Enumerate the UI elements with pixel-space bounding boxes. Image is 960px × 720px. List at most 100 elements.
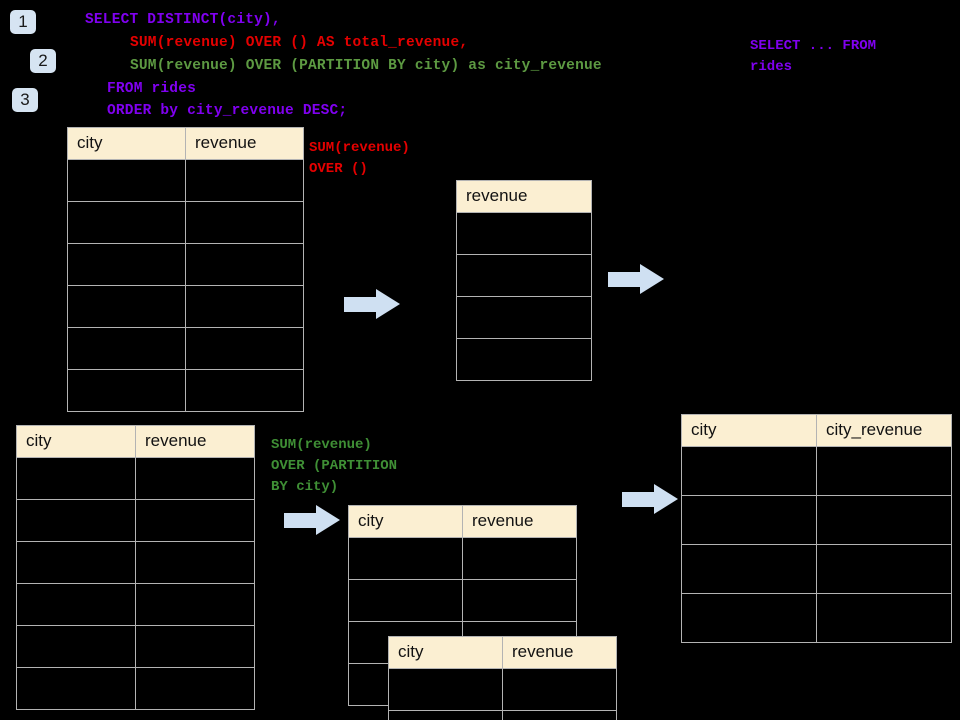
table-cell bbox=[135, 625, 255, 668]
table-cell bbox=[816, 544, 952, 594]
table-cell bbox=[348, 579, 463, 622]
step-badge-3: 3 bbox=[12, 88, 38, 112]
table-cell bbox=[135, 499, 255, 542]
table-cell bbox=[135, 541, 255, 584]
table-row bbox=[67, 285, 304, 328]
table-cell bbox=[185, 285, 304, 328]
column-header: city bbox=[348, 505, 463, 538]
table-cell bbox=[16, 499, 136, 542]
sql-line-5: ORDER by city_revenue DESC; bbox=[107, 103, 348, 119]
column-header: revenue bbox=[456, 180, 592, 213]
sum-over-empty-note: SUM(revenue) OVER () bbox=[309, 140, 410, 177]
table-cell bbox=[135, 667, 255, 710]
column-header: city bbox=[16, 425, 136, 458]
table-cell bbox=[67, 159, 186, 202]
table-row bbox=[681, 593, 952, 643]
table-row bbox=[348, 537, 577, 580]
table-row bbox=[456, 254, 592, 297]
arrow-head bbox=[654, 484, 678, 514]
arrow-shaft bbox=[622, 492, 656, 507]
table-cell bbox=[388, 710, 503, 720]
column-header: revenue bbox=[185, 127, 304, 160]
table-row bbox=[681, 544, 952, 594]
table-cell bbox=[185, 243, 304, 286]
column-header: city bbox=[681, 414, 817, 447]
arrow-head bbox=[376, 289, 400, 319]
table-row bbox=[67, 159, 304, 202]
arrow-rides-to-partition bbox=[284, 505, 340, 535]
table-row bbox=[348, 579, 577, 622]
column-header: revenue bbox=[502, 636, 617, 669]
arrow-head bbox=[640, 264, 664, 294]
table-cell bbox=[502, 668, 617, 711]
arrow-shaft bbox=[284, 513, 318, 528]
table-cell bbox=[16, 541, 136, 584]
table-cell bbox=[67, 243, 186, 286]
table-cell bbox=[681, 495, 817, 545]
table-cell bbox=[456, 296, 592, 339]
table-row bbox=[388, 710, 617, 720]
sql-line-2: SUM(revenue) OVER () AS total_revenue, bbox=[130, 35, 469, 51]
table-cell bbox=[816, 446, 952, 496]
sum-over-partition-note: SUM(revenue) OVER (PARTITION BY city) bbox=[271, 437, 398, 495]
table-cell bbox=[185, 369, 304, 412]
table-row bbox=[67, 201, 304, 244]
column-header: city bbox=[67, 127, 186, 160]
step-badge-1: 1 bbox=[10, 10, 36, 34]
table-cell bbox=[681, 544, 817, 594]
column-header: city_revenue bbox=[816, 414, 952, 447]
table-cell bbox=[67, 369, 186, 412]
arrow-shaft bbox=[344, 297, 378, 312]
table-cell bbox=[681, 446, 817, 496]
table-cell bbox=[816, 495, 952, 545]
column-header: revenue bbox=[135, 425, 255, 458]
column-header: revenue bbox=[462, 505, 577, 538]
table-total-revenue: revenue bbox=[456, 180, 592, 381]
table-cell bbox=[456, 338, 592, 381]
table-row bbox=[67, 369, 304, 412]
table-row bbox=[681, 446, 952, 496]
table-cell bbox=[185, 201, 304, 244]
step-badge-2: 2 bbox=[30, 49, 56, 73]
arrow-total-to-result bbox=[608, 264, 664, 294]
arrow-partition-to-result bbox=[622, 484, 678, 514]
table-cell bbox=[388, 668, 503, 711]
arrow-rides-to-total bbox=[344, 289, 400, 319]
arrow-head bbox=[316, 505, 340, 535]
table-cell bbox=[502, 710, 617, 720]
table-cell bbox=[67, 327, 186, 370]
table-cell bbox=[681, 593, 817, 643]
table-row bbox=[456, 338, 592, 381]
table-cell bbox=[348, 537, 463, 580]
table-row bbox=[67, 243, 304, 286]
source-query-note: SELECT ... FROM rides bbox=[750, 38, 877, 75]
table-row bbox=[16, 457, 255, 500]
sql-line-3: SUM(revenue) OVER (PARTITION BY city) as… bbox=[130, 58, 602, 74]
arrow-shaft bbox=[608, 272, 642, 287]
table-cell bbox=[456, 254, 592, 297]
table-row bbox=[16, 667, 255, 710]
column-header: city bbox=[388, 636, 503, 669]
sql-line-1: SELECT DISTINCT(city), bbox=[85, 12, 281, 28]
table-cell bbox=[67, 285, 186, 328]
table-row bbox=[16, 625, 255, 668]
table-cell bbox=[185, 159, 304, 202]
table-row bbox=[388, 668, 617, 711]
table-cell bbox=[16, 667, 136, 710]
table-cell bbox=[135, 583, 255, 626]
sql-line-4: FROM rides bbox=[107, 81, 197, 97]
table-row bbox=[16, 541, 255, 584]
table-cell bbox=[456, 212, 592, 255]
table-header-row: revenue bbox=[456, 180, 592, 213]
table-row bbox=[456, 212, 592, 255]
table-row bbox=[67, 327, 304, 370]
